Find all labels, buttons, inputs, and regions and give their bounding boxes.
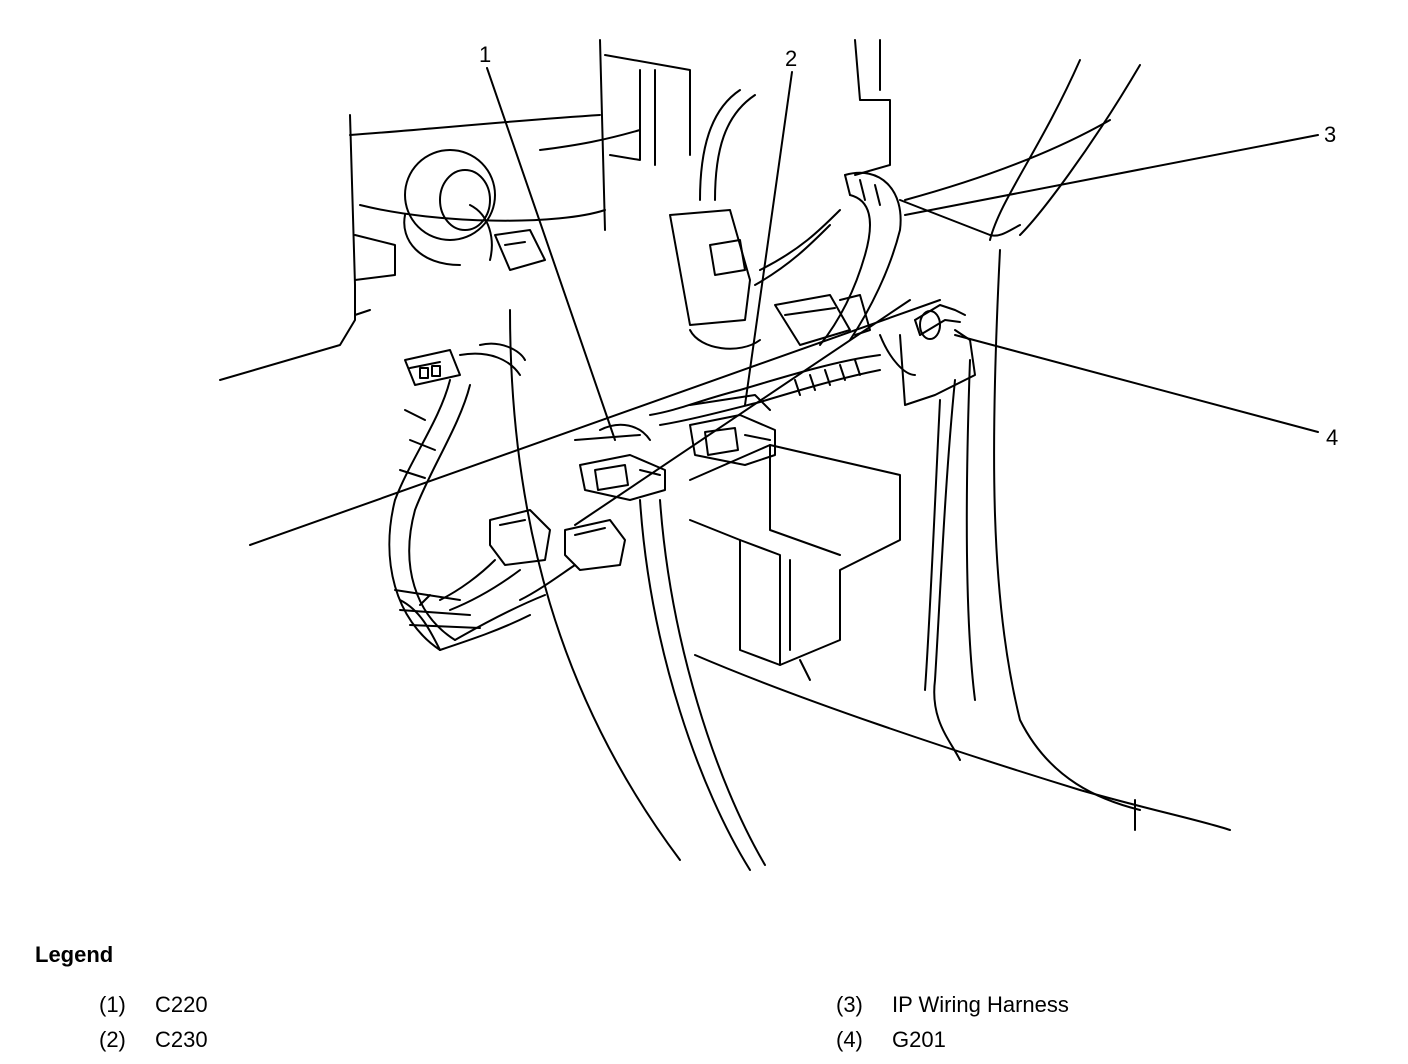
legend-label: C230 — [155, 1027, 208, 1052]
main-harness-upper — [754, 171, 902, 346]
left-upper-connector — [494, 229, 546, 271]
wiring-diagram — [219, 39, 1319, 871]
center-hanging-connector — [669, 89, 761, 350]
left-small-connector — [404, 342, 526, 386]
legend-key: (2) — [99, 1027, 126, 1052]
callout-1: 1 — [479, 42, 492, 67]
callout-3: 3 — [1324, 122, 1337, 147]
leader-line-4 — [954, 334, 1319, 433]
leader-line-3 — [904, 134, 1319, 216]
lower-left-harness-loop — [388, 379, 546, 651]
callout-4: 4 — [1326, 425, 1339, 450]
dash-panel — [219, 39, 1141, 381]
grommet — [403, 149, 496, 266]
connector-c230 — [689, 394, 776, 466]
legend-label: G201 — [892, 1027, 946, 1052]
bracket-box — [689, 444, 901, 681]
legend-item-3: (3) IP Wiring Harness — [836, 994, 1069, 1016]
legend-label: IP Wiring Harness — [892, 992, 1069, 1017]
callout-2: 2 — [785, 46, 798, 71]
leader-lines — [486, 67, 1319, 441]
reference-lines — [249, 299, 941, 546]
lower-connectors — [439, 509, 626, 611]
pillar-curves — [509, 249, 1231, 871]
leader-line-2 — [744, 71, 793, 406]
legend-label: C220 — [155, 992, 208, 1017]
legend-item-1: (1) C220 — [99, 994, 208, 1016]
connector-c220 — [574, 423, 666, 501]
legend-key: (1) — [99, 992, 126, 1017]
legend-item-2: (2) C230 — [99, 1029, 208, 1051]
legend-title: Legend — [35, 942, 114, 967]
ground-stud-g201 — [879, 304, 976, 406]
leader-line-1 — [486, 67, 616, 441]
lower-harness — [649, 354, 881, 426]
legend-key: (4) — [836, 1027, 863, 1052]
legend-key: (3) — [836, 992, 863, 1017]
legend-item-4: (4) G201 — [836, 1029, 946, 1051]
